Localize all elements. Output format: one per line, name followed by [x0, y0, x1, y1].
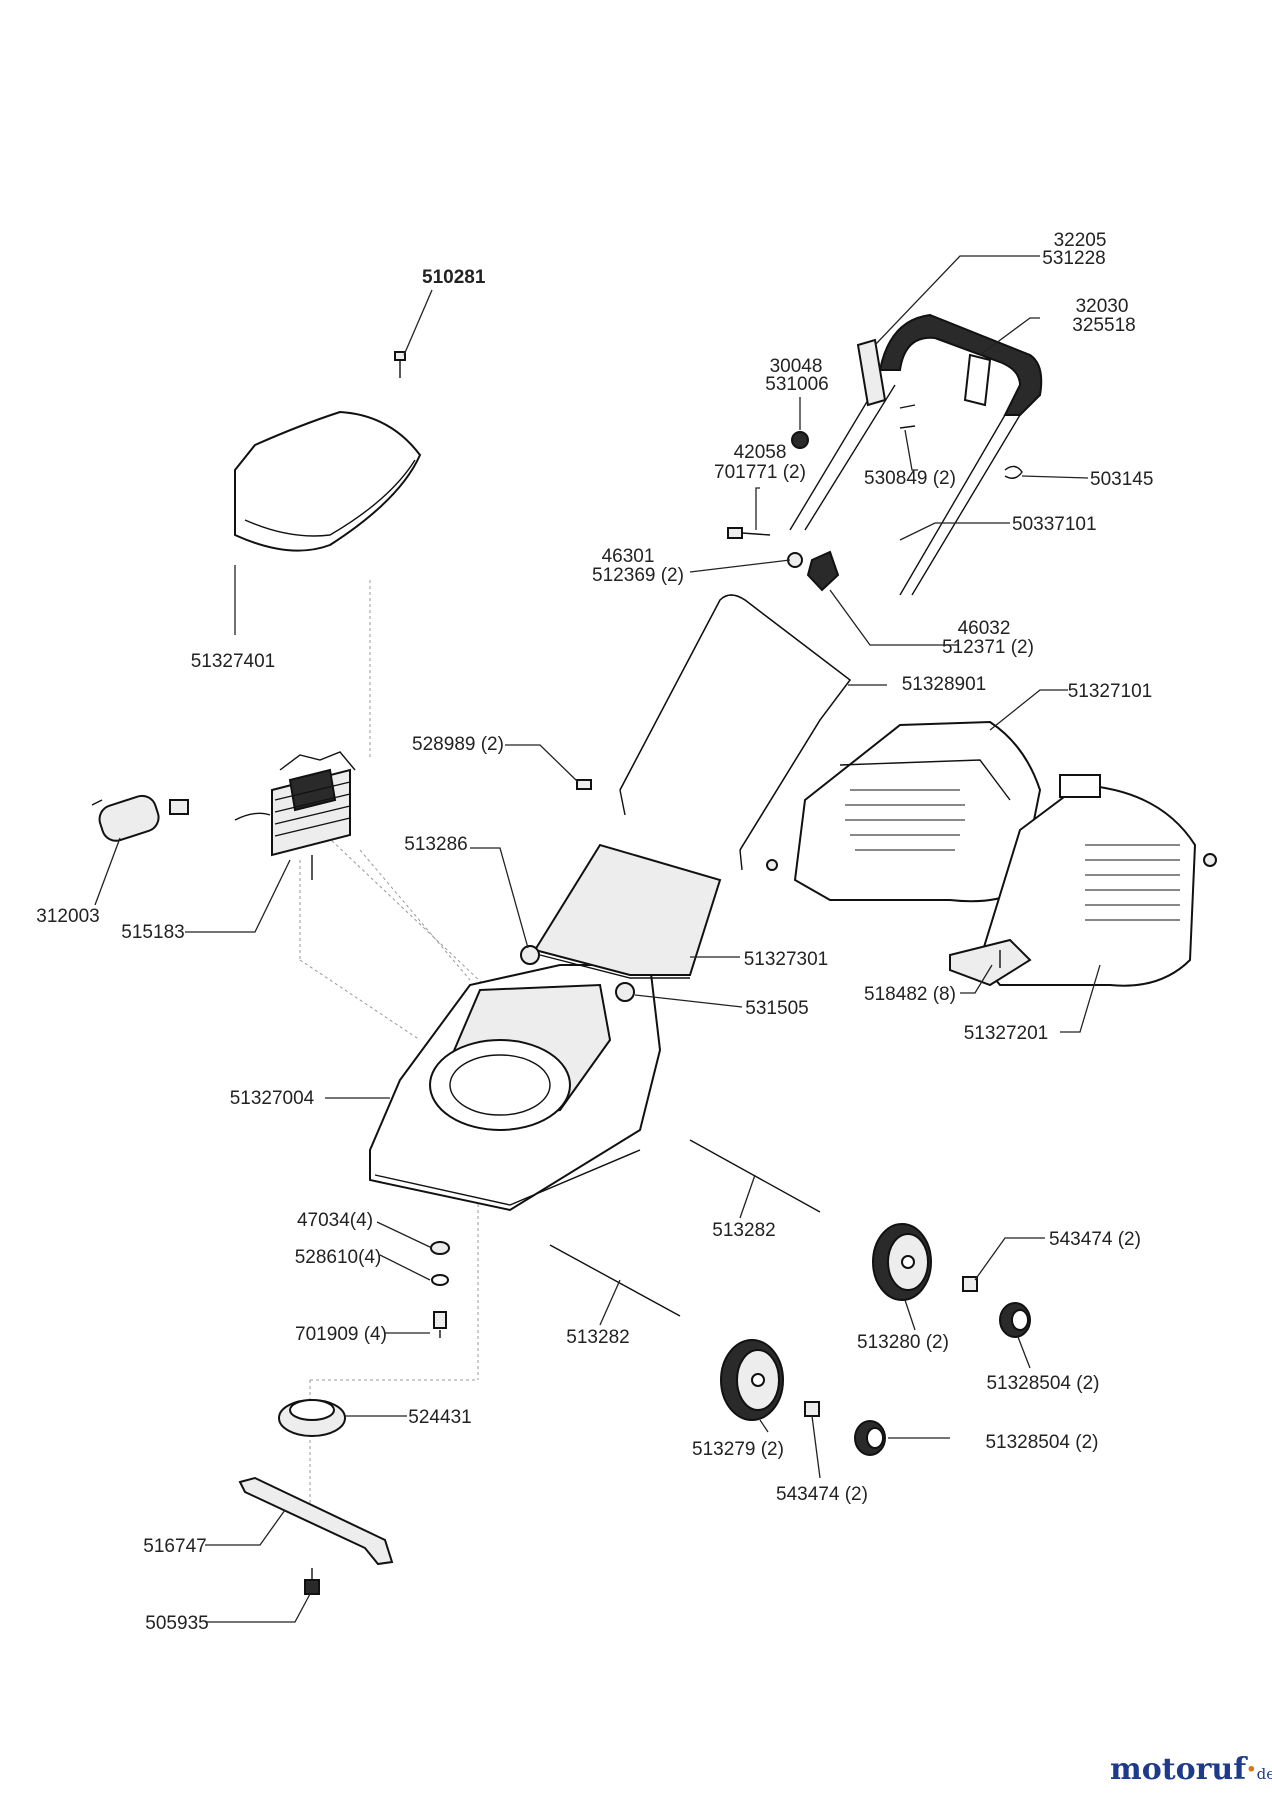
- label-51328504-b: 51328504 (2): [985, 1432, 1098, 1453]
- label-531505: 531505: [745, 998, 808, 1019]
- handle-fasteners: [727, 404, 1023, 592]
- label-543474-a: 543474 (2): [1049, 1229, 1141, 1250]
- label-42058: 42058: [734, 442, 787, 463]
- bolt-505935: [304, 1568, 320, 1595]
- label-513280: 513280 (2): [857, 1332, 949, 1353]
- label-51327301: 51327301: [744, 949, 829, 970]
- label-51328504-a: 51328504 (2): [986, 1373, 1099, 1394]
- label-513279: 513279 (2): [692, 1439, 784, 1460]
- part-labels: 510281 32205 531228 32030 325518 30048 5…: [36, 230, 1153, 1634]
- axle-513282-b: [549, 1244, 681, 1317]
- label-513282-a: 513282: [712, 1220, 775, 1241]
- label-528989: 528989 (2): [412, 734, 504, 755]
- label-503145: 503145: [1090, 469, 1153, 490]
- label-51327101: 51327101: [1068, 681, 1153, 702]
- label-513286: 513286: [404, 834, 467, 855]
- label-51327004: 51327004: [230, 1088, 315, 1109]
- clip-543474-a: [962, 1276, 978, 1292]
- hubcap-51328504-b: [854, 1420, 886, 1456]
- label-543474-b: 543474 (2): [776, 1484, 868, 1505]
- motor-cover-51327401: [234, 410, 422, 552]
- spring-531505: [615, 982, 635, 1002]
- washer-528610: [431, 1274, 449, 1286]
- label-513282-b: 513282: [566, 1327, 629, 1348]
- upper-handle-50337101: [789, 313, 1043, 596]
- watermark-logo: motoruf·de: [1110, 1752, 1272, 1787]
- watermark-tld: de: [1256, 1765, 1272, 1783]
- spring-513286: [520, 945, 540, 965]
- label-51328901: 51328901: [902, 674, 987, 695]
- label-510281: 510281: [422, 267, 486, 288]
- hubcap-51328504-a: [999, 1302, 1031, 1338]
- wheel-513280: [872, 1223, 932, 1301]
- fan-524431: [278, 1399, 346, 1437]
- alignment-guides: [299, 580, 501, 1520]
- label-701909: 701909 (4): [295, 1324, 387, 1345]
- screw-701909: [433, 1311, 447, 1338]
- label-30048: 30048: [770, 356, 823, 377]
- label-32205: 32205: [1054, 230, 1107, 251]
- motor-515183: [234, 751, 356, 880]
- label-312003: 312003: [36, 906, 99, 927]
- label-51327201: 51327201: [964, 1023, 1049, 1044]
- screw-528989: [576, 779, 592, 790]
- watermark-name: motoruf: [1110, 1752, 1247, 1787]
- wheel-513279: [720, 1339, 784, 1421]
- screw-510281: [394, 351, 406, 378]
- blade-516747: [238, 1476, 394, 1566]
- label-530849: 530849 (2): [864, 468, 956, 489]
- discharge-flap-51327301: [533, 843, 722, 979]
- label-50337101: 50337101: [1012, 514, 1097, 535]
- label-524431: 524431: [408, 1407, 471, 1428]
- label-46301: 46301: [602, 546, 655, 567]
- label-512371: 512371 (2): [942, 637, 1034, 658]
- grass-box-51327101: [793, 720, 1042, 903]
- washer-47034: [430, 1241, 450, 1255]
- label-505935: 505935: [145, 1613, 208, 1634]
- label-32030: 32030: [1076, 296, 1129, 317]
- label-325518: 325518: [1072, 315, 1135, 336]
- clip-543474-b: [804, 1401, 820, 1417]
- lower-handle-51328901: [619, 594, 851, 871]
- label-512369: 512369 (2): [592, 565, 684, 586]
- watermark-dot: ·: [1246, 1752, 1257, 1787]
- label-518482: 518482 (8): [864, 984, 956, 1005]
- leader-lines: [94, 255, 1101, 1623]
- label-51327401: 51327401: [191, 651, 276, 672]
- label-531006: 531006: [765, 374, 828, 395]
- label-528610: 528610(4): [295, 1247, 382, 1268]
- deck-51327004: [369, 964, 662, 1212]
- label-47034: 47034(4): [297, 1210, 373, 1231]
- label-531228: 531228: [1042, 248, 1105, 269]
- label-516747: 516747: [143, 1536, 206, 1557]
- capacitor-312003: [91, 794, 189, 842]
- label-701771: 701771 (2): [714, 462, 806, 483]
- label-515183: 515183: [121, 922, 184, 943]
- grass-box-51327201: [766, 774, 1217, 987]
- label-46032: 46032: [958, 618, 1011, 639]
